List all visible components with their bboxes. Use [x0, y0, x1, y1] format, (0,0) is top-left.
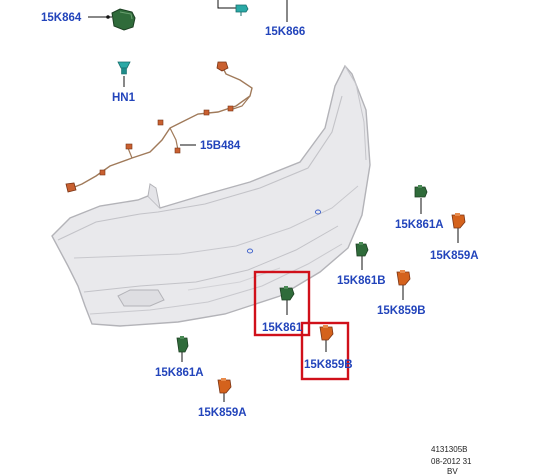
reference-date: 08-2012 31 — [431, 457, 472, 466]
harness-connector-icon — [235, 4, 249, 16]
diagram-reference: 4131305B 08-2012 31 BV — [431, 445, 472, 475]
sensor-hole-icon — [246, 248, 254, 254]
rear-bumper-cover — [51, 64, 371, 327]
orange-sensor-icon — [396, 270, 411, 286]
part-label-15k861a-left: 15K861A — [155, 367, 204, 379]
part-label-15k859a-left: 15K859A — [198, 407, 247, 419]
highlight-box-15k861 — [253, 270, 311, 337]
part-label-hn1: HN1 — [112, 92, 136, 104]
green-sensor-icon — [414, 185, 428, 198]
push-clip-icon — [117, 61, 131, 75]
orange-sensor-icon — [451, 213, 466, 229]
sensor-hole-icon — [314, 209, 322, 215]
orange-sensor-icon — [319, 325, 334, 341]
part-label-15k864: 15K864 — [41, 12, 82, 24]
part-label-15k859b-right: 15K859B — [377, 305, 426, 317]
reference-initials: BV — [447, 467, 458, 475]
orange-sensor-icon — [217, 378, 232, 394]
part-label-15k861b: 15K861B — [337, 275, 386, 287]
part-label-15k859-highlight: 15K859B — [304, 359, 353, 371]
wiring-harness-icon — [65, 61, 253, 193]
green-sensor-icon — [355, 242, 369, 257]
part-label-15k866: 15K866 — [265, 26, 305, 38]
part-label-15k861-highlight: 15K861 — [262, 322, 303, 334]
green-sensor-icon — [176, 336, 189, 353]
part-label-15k861a-right: 15K861A — [395, 219, 444, 231]
part-label-15k859a-right: 15K859A — [430, 250, 479, 262]
connector-module-icon — [106, 8, 136, 31]
part-label-15b484: 15B484 — [200, 140, 241, 152]
reference-code: 4131305B — [431, 445, 467, 454]
green-sensor-icon — [279, 286, 295, 301]
highlight-box-15k859 — [300, 321, 350, 381]
